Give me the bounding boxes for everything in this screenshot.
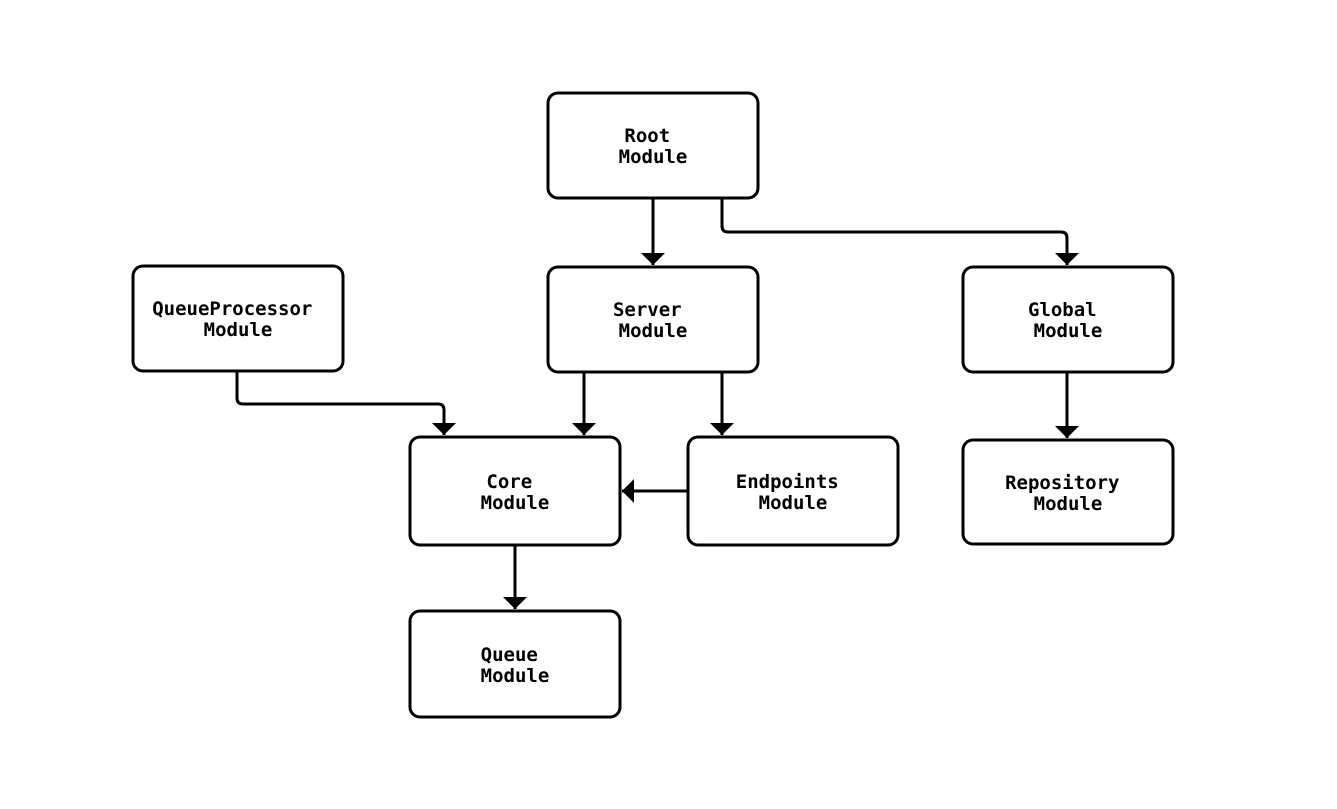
node-root-label: Root Module: [619, 125, 688, 168]
node-repository-box: [961, 438, 1175, 546]
node-queue-label-line1: Queue: [481, 644, 538, 666]
node-endpoints-label: Endpoints Module: [736, 471, 850, 514]
node-queueprocessor-label: QueueProcessor Module: [152, 298, 324, 341]
node-core-label: Core Module: [481, 471, 550, 514]
node-endpoints-box: [686, 435, 900, 547]
node-core-label-line2: Module: [481, 492, 550, 514]
node-server-module: Server Module: [546, 265, 760, 374]
node-global-label-line1: Global: [1028, 299, 1097, 321]
node-queueprocessor-box: [131, 264, 345, 373]
node-root-module: Root Module: [546, 91, 760, 200]
node-global-label-line2: Module: [1034, 320, 1103, 342]
node-queue-box: [408, 609, 622, 719]
node-queue-label-line2: Module: [481, 665, 550, 687]
node-queueprocessor-label-line1: QueueProcessor: [152, 298, 312, 320]
node-endpoints-module: Endpoints Module: [686, 435, 900, 547]
node-server-box: [546, 265, 760, 374]
edge-root-to-global: [720, 198, 1079, 265]
node-repository-label-line2: Module: [1034, 493, 1103, 515]
node-core-box: [408, 435, 622, 547]
node-repository-module: Repository Module: [961, 438, 1175, 546]
node-server-label: Server Module: [613, 299, 693, 342]
node-repository-label-line1: Repository: [1005, 472, 1119, 494]
edge-queueprocessor-to-core: [235, 371, 456, 435]
node-global-label: Global Module: [1028, 299, 1108, 342]
node-core-label-line1: Core: [486, 471, 532, 493]
node-server-label-line1: Server: [613, 299, 682, 321]
node-queue-label: Queue Module: [481, 644, 550, 687]
node-core-module: Core Module: [408, 435, 622, 547]
node-server-label-line2: Module: [619, 320, 688, 342]
node-root-box: [546, 91, 760, 200]
node-queueprocessor-label-line2: Module: [204, 319, 273, 341]
node-queue-module: Queue Module: [408, 609, 622, 719]
node-root-label-line1: Root: [624, 125, 670, 147]
node-global-module: Global Module: [961, 265, 1175, 374]
node-endpoints-label-line1: Endpoints: [736, 471, 839, 493]
node-repository-label: Repository Module: [1005, 472, 1131, 515]
node-queueprocessor-module: QueueProcessor Module: [131, 264, 345, 373]
node-root-label-line2: Module: [619, 146, 688, 168]
node-global-box: [961, 265, 1175, 374]
node-endpoints-label-line2: Module: [759, 492, 828, 514]
